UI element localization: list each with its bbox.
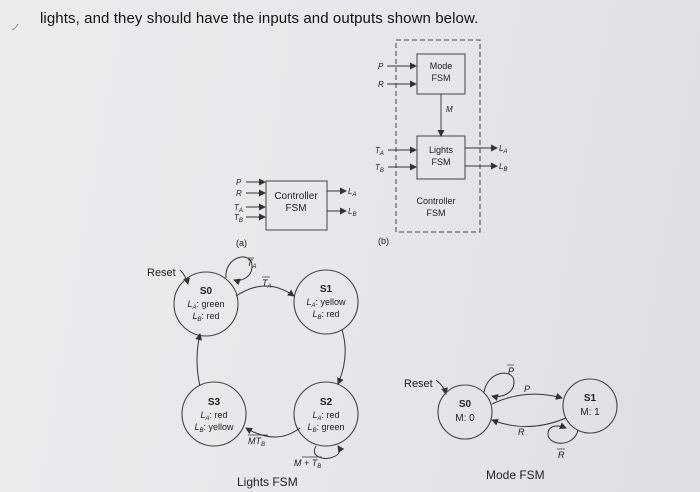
b-output-lb: LB bbox=[499, 162, 507, 173]
b-input-p: P bbox=[378, 62, 384, 71]
lights-fsm-label-2: FSM bbox=[432, 157, 451, 167]
m-signal-label: M bbox=[446, 105, 453, 114]
input-tb: TB bbox=[234, 213, 243, 224]
controller-box bbox=[265, 180, 328, 231]
state-s2-name: S2 bbox=[320, 397, 333, 408]
state-s1-line1: LA: yellow bbox=[306, 297, 346, 309]
lights-reset-arrow bbox=[179, 269, 190, 285]
mode-s1-self-label: R bbox=[558, 450, 565, 460]
s3-to-s0-arrow bbox=[195, 333, 203, 387]
state-s1 bbox=[293, 269, 359, 335]
mode-s0-output: M: 0 bbox=[455, 413, 475, 424]
lights-fsm-label-1: Lights bbox=[429, 145, 454, 155]
b-input-r: R bbox=[378, 80, 384, 89]
controller-label-2: FSM bbox=[285, 203, 306, 214]
stray-mark bbox=[11, 23, 19, 31]
mode-s1-self-loop bbox=[547, 422, 579, 444]
state-s1-name: S1 bbox=[320, 284, 333, 295]
lights-fsm-diagram: Reset S0 LA: green LB: red S1 LA: yellow… bbox=[147, 256, 359, 489]
lights-reset-label: Reset bbox=[147, 267, 176, 279]
mode-s0-self-label: P bbox=[508, 366, 514, 376]
s1-to-s2-arrow bbox=[337, 329, 346, 385]
caption-a: (a) bbox=[236, 238, 247, 248]
mode-s0-name: S0 bbox=[459, 399, 472, 410]
mode-s1-to-s0-arrow bbox=[491, 417, 567, 428]
input-p: P bbox=[236, 178, 242, 187]
state-s2-line2: LB: green bbox=[307, 422, 344, 434]
s2-self-loop-label: M + TB bbox=[294, 458, 321, 470]
mode-state-s0 bbox=[437, 384, 493, 440]
controller-b-label-1: Controller bbox=[416, 196, 455, 206]
mode-fsm-label-1: Mode bbox=[430, 61, 453, 71]
s2-self-loop bbox=[314, 445, 345, 459]
mode-s1-to-s0-label: R bbox=[518, 427, 525, 437]
state-s0-line2: LB: red bbox=[192, 311, 219, 323]
state-s0-line1: LA: green bbox=[187, 299, 224, 311]
b-output-la: LA bbox=[499, 144, 507, 155]
state-s3 bbox=[181, 381, 247, 447]
state-s3-line1: LA: red bbox=[200, 410, 227, 422]
lights-fsm-title: Lights FSM bbox=[237, 475, 298, 489]
mode-fsm-diagram: Reset S0 M: 0 S1 M: 1 P P R R Mode FSM bbox=[404, 364, 618, 482]
problem-text: lights, and they should have the inputs … bbox=[40, 10, 479, 27]
mode-reset-label: Reset bbox=[404, 378, 433, 390]
controller-b-label-2: FSM bbox=[427, 208, 446, 218]
mode-reset-arrow bbox=[435, 379, 448, 395]
figure-b: Mode FSM M Lights FSM Controller FSM P R… bbox=[375, 39, 507, 246]
mode-s1-output: M: 1 bbox=[580, 407, 600, 418]
state-s0 bbox=[173, 271, 239, 337]
controller-dashed-box bbox=[395, 39, 481, 233]
output-lb: LB bbox=[348, 207, 356, 218]
s0-self-loop bbox=[225, 256, 253, 286]
mode-s0-self-loop bbox=[483, 372, 515, 401]
s0-self-loop-label: TA bbox=[247, 258, 257, 270]
caption-b: (b) bbox=[378, 236, 389, 246]
state-s2-line1: LA: red bbox=[312, 410, 339, 422]
mode-s1-name: S1 bbox=[584, 393, 597, 404]
mode-fsm-label-2: FSM bbox=[432, 73, 451, 83]
state-s1-line2: LB: red bbox=[312, 309, 339, 321]
state-s3-name: S3 bbox=[208, 397, 221, 408]
controller-label-1: Controller bbox=[274, 191, 318, 202]
input-ta: TA bbox=[234, 203, 243, 214]
state-s2 bbox=[293, 381, 359, 447]
b-input-ta: TA bbox=[375, 146, 384, 157]
state-s3-line2: LB: yellow bbox=[194, 422, 234, 434]
mode-s0-to-s1-arrow bbox=[491, 393, 563, 405]
s0-to-s1-arrow bbox=[235, 285, 295, 297]
mode-s0-to-s1-label: P bbox=[524, 384, 530, 394]
mode-state-s1 bbox=[562, 378, 618, 434]
state-s0-name: S0 bbox=[200, 286, 213, 297]
figure-a: Controller FSM P R TA TB LA LB (a) bbox=[234, 178, 356, 248]
mode-fsm-title: Mode FSM bbox=[486, 468, 545, 482]
b-input-tb: TB bbox=[375, 163, 384, 174]
s0-to-s1-label: TA bbox=[262, 278, 272, 290]
s2-to-s3-label: MTB bbox=[248, 436, 265, 448]
input-r: R bbox=[236, 189, 242, 198]
lights-fsm-box bbox=[416, 135, 466, 180]
s2-to-s3-arrow bbox=[245, 427, 301, 438]
output-la: LA bbox=[348, 187, 356, 198]
